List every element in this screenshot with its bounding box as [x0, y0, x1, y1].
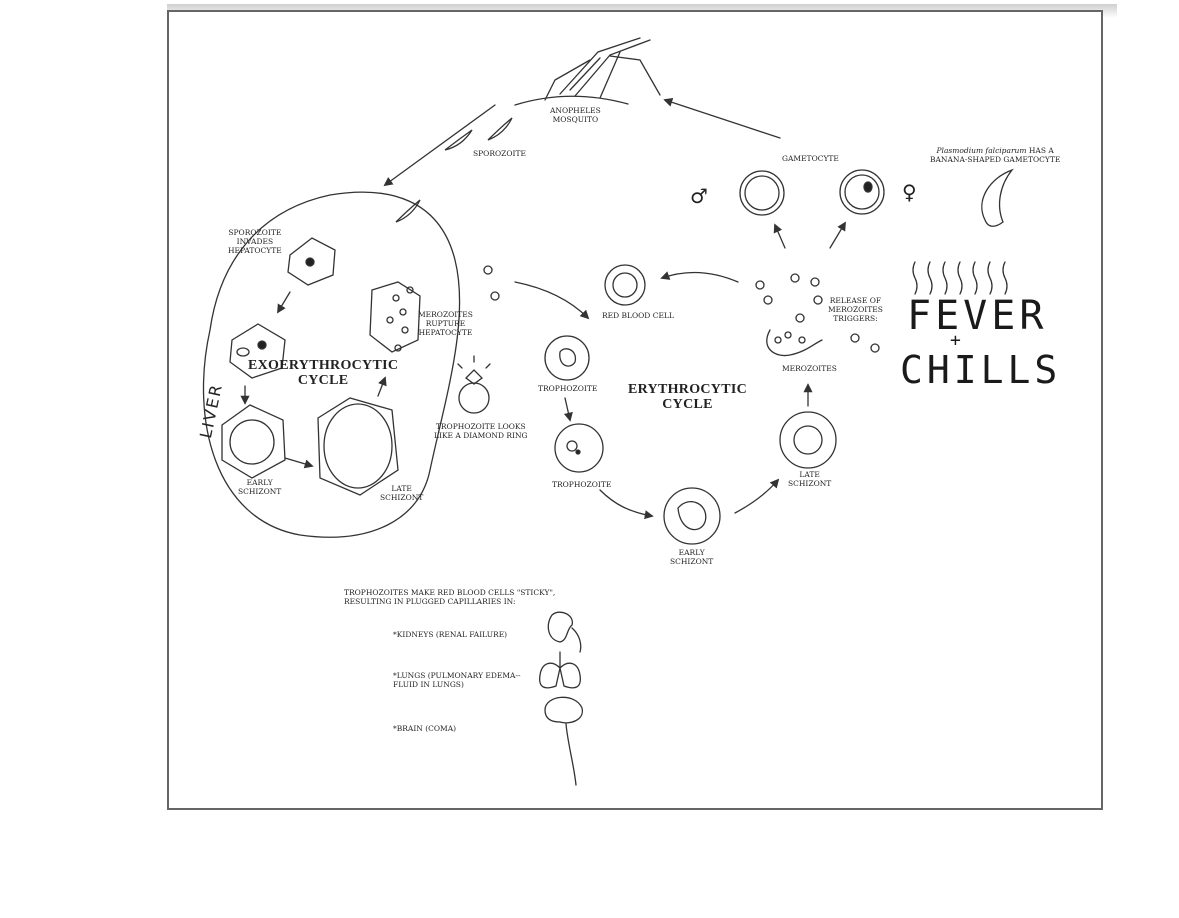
- mosquito-label: ANOPHELES MOSQUITO: [550, 106, 601, 124]
- lungs-icon: [539, 651, 581, 689]
- early-schizont-blood-label: EARLY SCHIZONT: [670, 548, 714, 566]
- liver-outline: [202, 191, 461, 538]
- female-symbol: ♀: [902, 180, 917, 204]
- release-label: RELEASE OF MEROZOITES TRIGGERS:: [828, 296, 883, 323]
- mosquito-icon: [514, 37, 661, 106]
- fever-text: FEVER: [907, 293, 1048, 339]
- diamond-ring-icon: [457, 355, 491, 414]
- fever-heat-lines: [912, 261, 1008, 295]
- brain-icon: [544, 696, 583, 786]
- sporozoite-invades-label: SPOROZOITE INVADES HEPATOCYTE: [228, 228, 282, 255]
- kidney-icon: [547, 611, 582, 653]
- sporozoite-icon: [395, 117, 513, 223]
- chills-text: CHILLS: [900, 348, 1062, 392]
- late-schizont-liver-label: LATE SCHIZONT: [380, 484, 424, 502]
- hepatocyte-cells: [221, 237, 421, 496]
- sporozoite-label: SPOROZOITE: [473, 149, 526, 158]
- plus-sign: +: [950, 330, 965, 351]
- arrow-mosquito-to-liver: [383, 104, 496, 187]
- trophozoite-label-1: TROPHOZOITE: [538, 384, 598, 393]
- lungs-label: *LUNGS (PULMONARY EDEMA-- FLUID IN LUNGS…: [393, 671, 521, 689]
- gametocyte-cells: [739, 169, 885, 216]
- merozoite-dots: [386, 265, 500, 352]
- brain-label: *BRAIN (COMA): [393, 724, 457, 733]
- erythrocytic-cycle-title: ERYTHROCYTIC CYCLE: [628, 382, 748, 412]
- exoerythrocytic-cycle-title: EXOERYTHROCYTIC CYCLE: [248, 358, 399, 388]
- male-symbol: ♂: [690, 184, 708, 208]
- diagram-frame: [167, 10, 1103, 810]
- early-schizont-liver-label: EARLY SCHIZONT: [238, 478, 282, 496]
- arrow-gametocyte-to-mosquito: [663, 97, 781, 139]
- trophozoite-label-2: TROPHOZOITE: [552, 480, 612, 489]
- late-schizont-blood-label: LATE SCHIZONT: [788, 470, 832, 488]
- diamond-ring-label: TROPHOZOITE LOOKS LIKE A DIAMOND RING: [434, 422, 528, 440]
- sticky-rbc-note: TROPHOZOITES MAKE RED BLOOD CELLS "STICK…: [344, 588, 556, 606]
- erythrocytic-cells: [544, 264, 837, 545]
- merozoites-rupture-label: MEROZOITES RUPTURE HEPATOCYTE: [418, 310, 473, 337]
- merozoite-release-icon: [755, 273, 880, 357]
- falciparum-label: Plasmodium falciparum HAS A BANANA-SHAPE…: [930, 146, 1061, 164]
- kidneys-label: *KIDNEYS (RENAL FAILURE): [393, 630, 508, 639]
- gametocyte-label: GAMETOCYTE: [782, 154, 839, 163]
- red-blood-cell-label: RED BLOOD CELL: [602, 311, 674, 320]
- merozoites-label: MEROZOITES: [782, 364, 837, 373]
- banana-gametocyte-icon: [981, 168, 1014, 227]
